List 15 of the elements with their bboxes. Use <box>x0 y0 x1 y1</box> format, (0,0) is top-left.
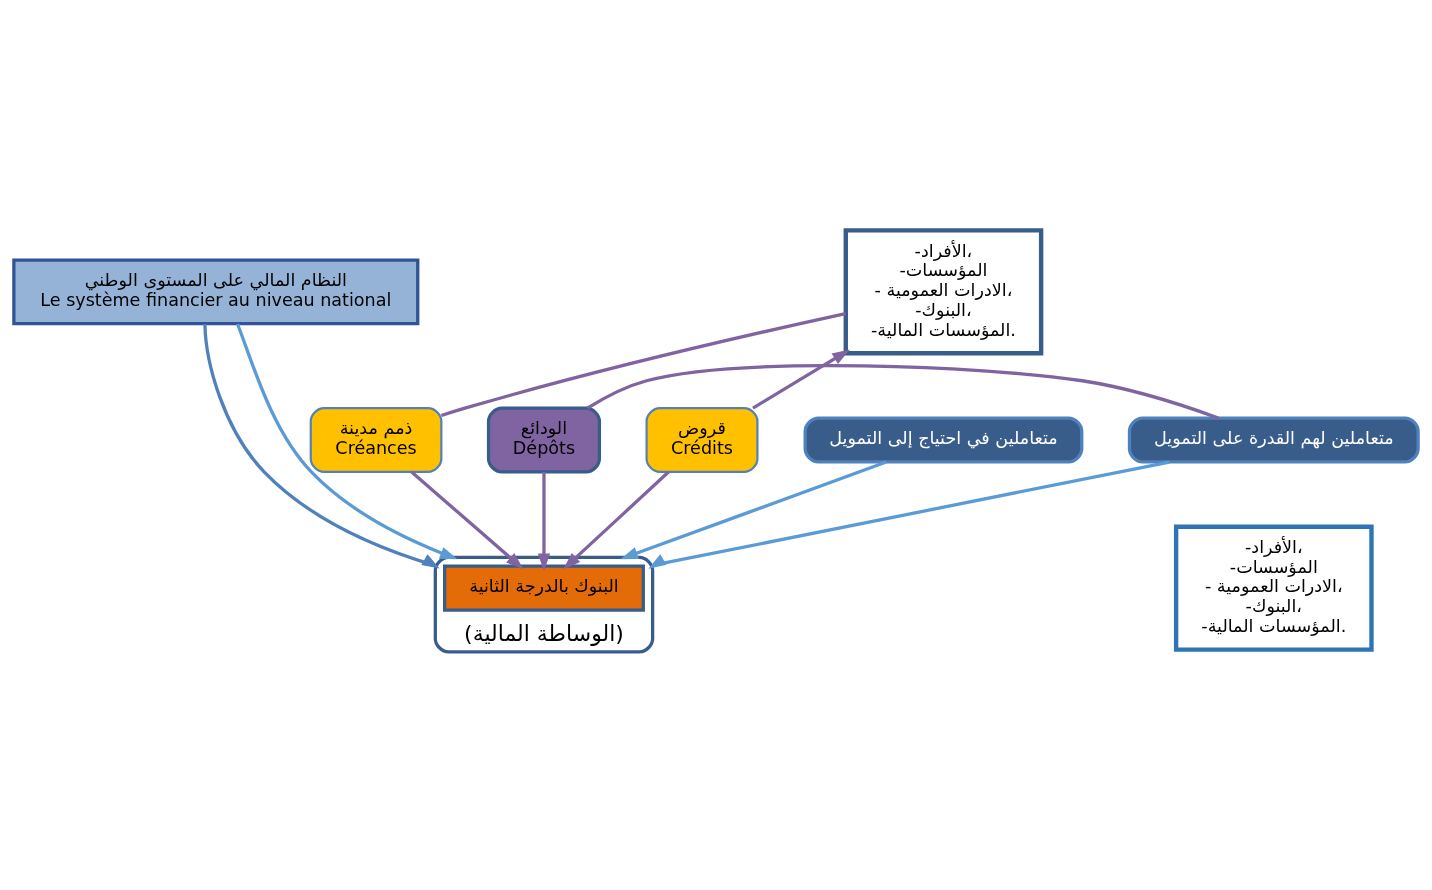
connector <box>440 311 846 417</box>
arrow <box>752 349 850 409</box>
arrow <box>236 322 458 559</box>
node-box: متعاملين في احتياج إلى التمويل <box>803 415 1084 464</box>
arrow <box>537 471 551 571</box>
arrow <box>410 470 524 569</box>
arrow <box>203 323 440 569</box>
arrow <box>620 460 887 559</box>
connector <box>586 363 1219 419</box>
node-box: -الأفراد، -المؤسسات - الادرات العمومية، -البنوك، -المؤسسات المالية. <box>843 227 1044 355</box>
arrow <box>563 470 670 569</box>
node-box: متعاملين لهم القدرة على التمويل <box>1127 415 1420 464</box>
node-box: البنوك بالدرجة الثانية <box>443 564 645 612</box>
node-box: -الأفراد، -المؤسسات - الادرات العمومية، -البنوك، -المؤسسات المالية. <box>1173 524 1374 652</box>
arrow <box>648 459 1170 569</box>
